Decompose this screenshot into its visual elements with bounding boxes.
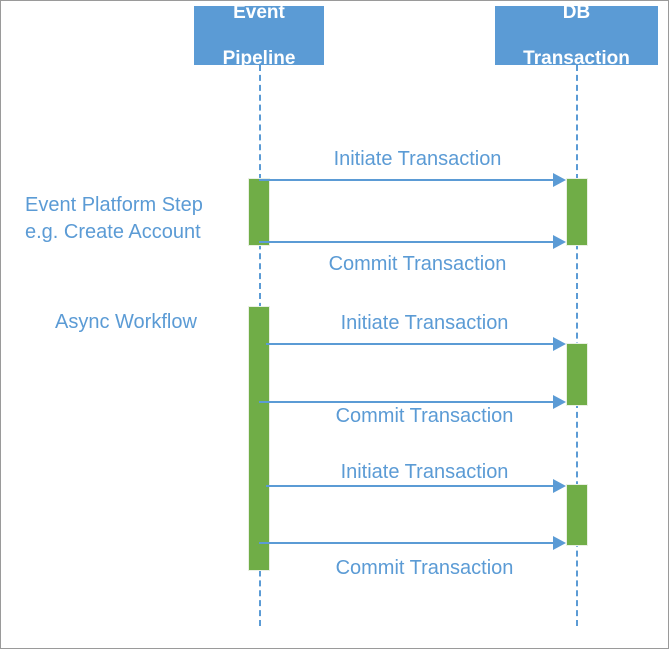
message-arrowhead-commit-transaction-1 <box>553 235 566 249</box>
message-line-commit-transaction-2[interactable] <box>259 401 564 403</box>
side-label-event-platform-step: Event Platform Step e.g. Create Account <box>25 194 203 243</box>
message-label-initiate-transaction-3: Initiate Transaction <box>340 461 509 483</box>
activation-bar-db-transaction-1 <box>566 178 588 246</box>
activation-bar-db-transaction-3 <box>566 484 588 546</box>
participant-label-line1: Event <box>233 2 285 23</box>
message-line-initiate-transaction-3[interactable] <box>266 485 564 487</box>
message-label-commit-transaction-2: Commit Transaction <box>335 405 514 427</box>
message-arrowhead-initiate-transaction-2 <box>553 337 566 351</box>
message-label-initiate-transaction-2: Initiate Transaction <box>340 312 509 334</box>
participant-label-db-transaction: DB Transaction <box>495 1 658 70</box>
message-arrowhead-commit-transaction-2 <box>553 395 566 409</box>
message-line-commit-transaction-3[interactable] <box>259 542 564 544</box>
activation-bar-event-platform-step <box>248 178 270 246</box>
message-label-initiate-transaction-1: Initiate Transaction <box>333 148 502 170</box>
participant-label-line2: Transaction <box>523 48 630 69</box>
participant-header-db-transaction[interactable]: DB Transaction <box>495 2 658 69</box>
side-label-async-workflow: Async Workflow <box>55 311 197 333</box>
activation-bar-async-workflow <box>248 306 270 571</box>
message-arrowhead-initiate-transaction-1 <box>553 173 566 187</box>
message-label-commit-transaction-3: Commit Transaction <box>335 557 514 579</box>
message-line-initiate-transaction-2[interactable] <box>266 343 564 345</box>
message-arrowhead-initiate-transaction-3 <box>553 479 566 493</box>
participant-label-line1: DB <box>562 2 591 23</box>
participant-label-line2: Pipeline <box>222 48 296 69</box>
message-line-initiate-transaction-1[interactable] <box>259 179 564 181</box>
message-line-commit-transaction-1[interactable] <box>259 241 564 243</box>
message-label-commit-transaction-1: Commit Transaction <box>328 253 507 275</box>
activation-bar-db-transaction-2 <box>566 343 588 406</box>
message-arrowhead-commit-transaction-3 <box>553 536 566 550</box>
